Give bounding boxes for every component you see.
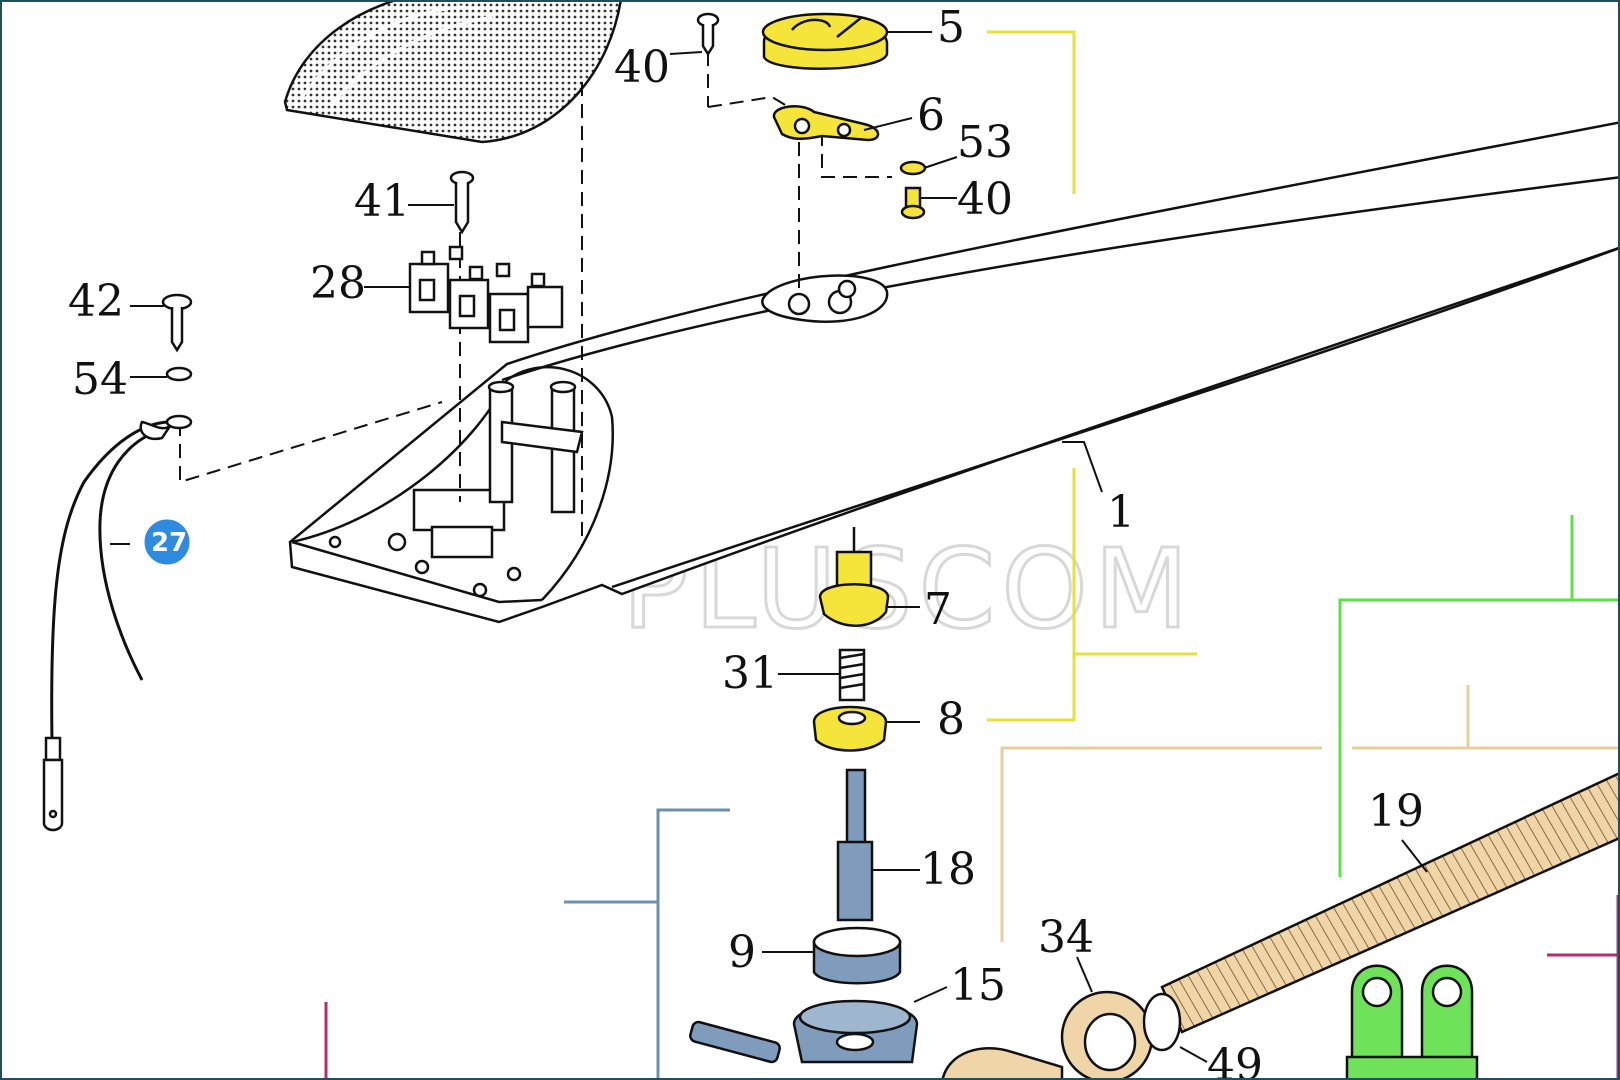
cable-part <box>42 420 172 832</box>
callout-9: 9 <box>728 927 756 978</box>
yellow-group-bracket-lower <box>987 468 1076 722</box>
spring-part <box>838 648 866 702</box>
callout-8: 8 <box>937 694 965 745</box>
tan-bearing-part <box>1060 990 1154 1078</box>
callout-1: 1 <box>1107 487 1135 538</box>
tan-gear-part <box>941 1047 1064 1078</box>
blue-bushing-part <box>812 926 902 985</box>
yellow-collar-part <box>812 705 888 752</box>
callout-54: 54 <box>72 354 128 405</box>
ring-part-49 <box>1142 992 1182 1052</box>
washer-part <box>165 414 193 430</box>
blue-bevel-gear-part <box>792 999 919 1064</box>
screw-part-42 <box>161 293 193 353</box>
callout-5: 5 <box>937 2 965 53</box>
callout-6: 6 <box>917 90 945 141</box>
callout-19: 19 <box>1368 786 1424 837</box>
callout-40-lower: 40 <box>957 174 1013 225</box>
terminal-block-part <box>408 245 564 344</box>
screw-part-41 <box>449 170 475 235</box>
callout-15: 15 <box>950 960 1006 1011</box>
callout-41: 41 <box>354 176 410 227</box>
dotted-cover-part <box>283 2 622 144</box>
green-group-bracket <box>1338 515 1574 877</box>
callout-53: 53 <box>957 117 1013 168</box>
yellow-knob-part <box>761 12 889 70</box>
blue-key-part <box>689 1020 781 1064</box>
callout-7: 7 <box>924 584 952 635</box>
callout-40-top: 40 <box>614 42 670 93</box>
callout-49: 49 <box>1207 1040 1263 1080</box>
yellow-screw-part <box>900 186 926 220</box>
hotspot-27-badge[interactable]: 27 <box>141 516 193 568</box>
main-housing-part <box>288 121 1618 624</box>
green-bracket-part <box>1345 964 1479 1078</box>
blue-shaft-part <box>836 768 874 922</box>
yellow-group-bracket <box>987 30 1076 194</box>
callout-31: 31 <box>722 648 778 699</box>
blue-group-bracket <box>656 808 730 1078</box>
screw-part-top <box>696 12 720 57</box>
yellow-gear-part <box>818 527 890 627</box>
yellow-washer-part <box>899 160 927 176</box>
hotspot-27-label: 27 <box>151 528 187 558</box>
tan-group-bracket <box>1000 746 1322 942</box>
callout-34: 34 <box>1038 912 1094 963</box>
yellow-lever-part <box>772 105 880 142</box>
washer-part-54 <box>165 366 193 382</box>
callout-42: 42 <box>68 276 124 327</box>
callout-18: 18 <box>920 844 976 895</box>
callout-28: 28 <box>310 258 366 309</box>
